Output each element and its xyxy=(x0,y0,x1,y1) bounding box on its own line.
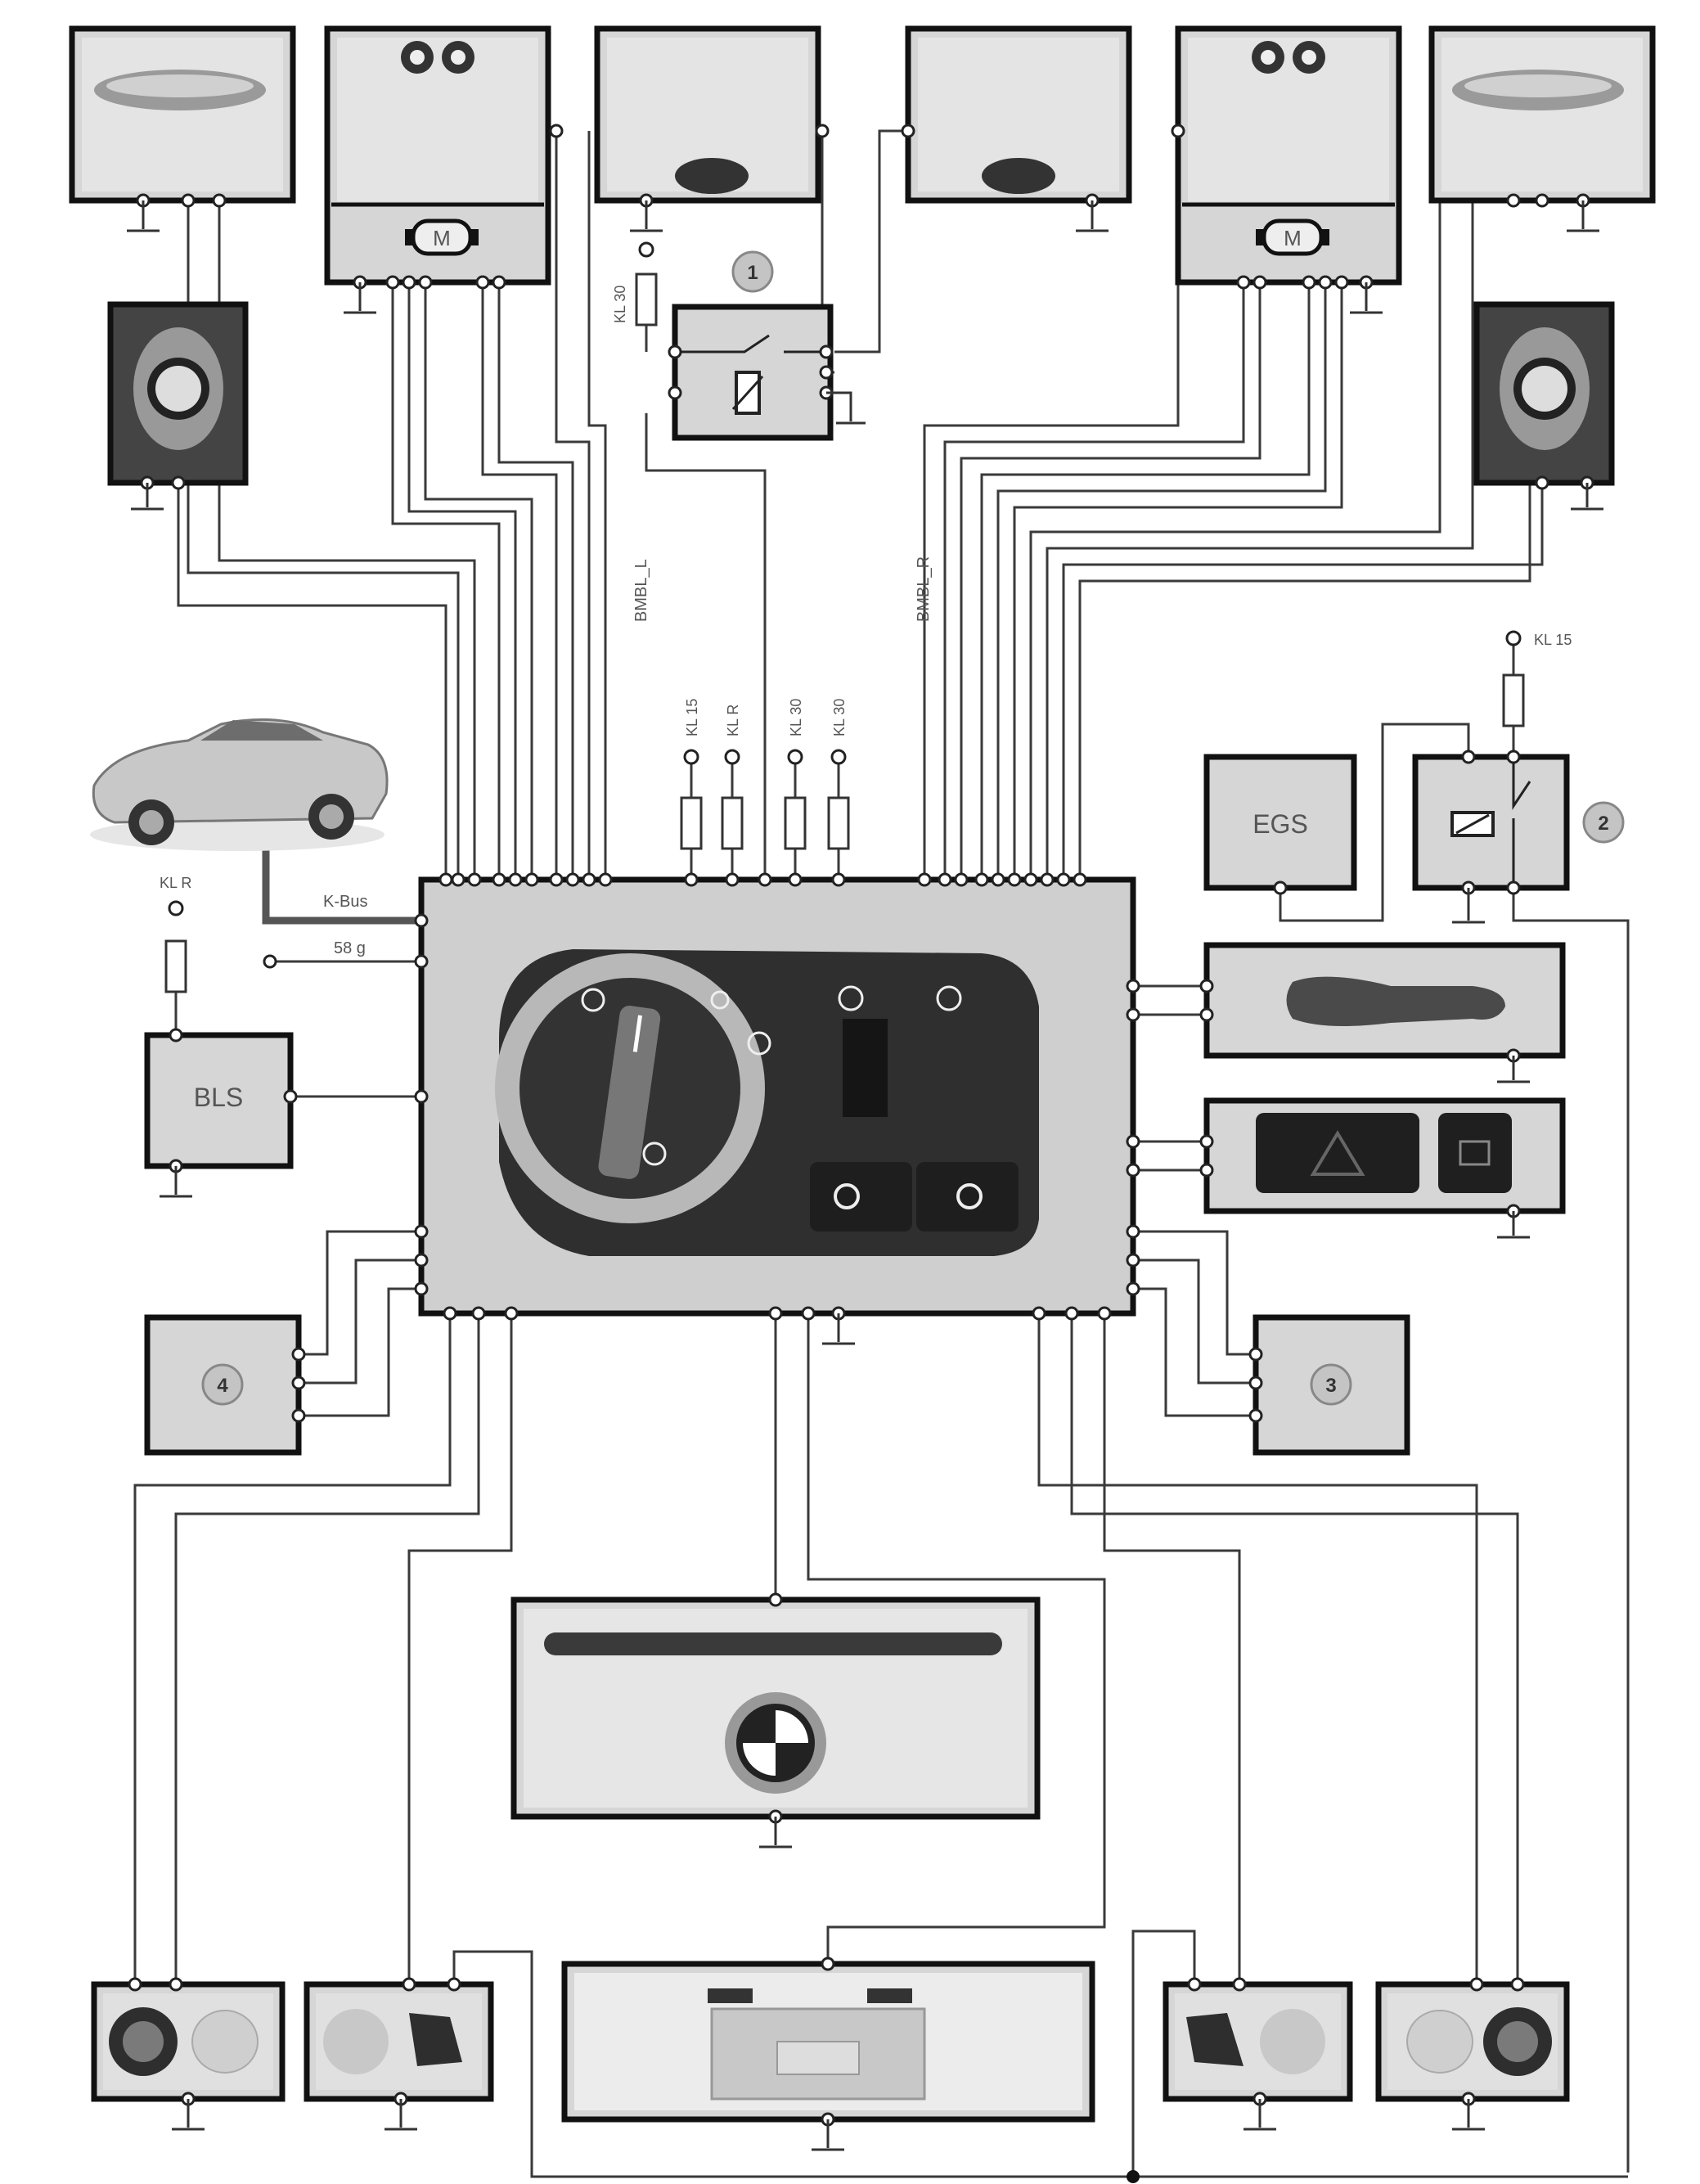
front-left-fog-lamp xyxy=(594,25,830,232)
module-3: 3 xyxy=(1248,1314,1410,1456)
module-4-badge: 4 xyxy=(217,1375,228,1397)
rear-lamp-left-inner xyxy=(304,1977,494,2131)
relay-1: KL 30 1 xyxy=(612,241,866,441)
bls-module: KL R BLS xyxy=(144,875,298,1198)
relay-2: KL 15 2 xyxy=(1412,630,1625,924)
supply-terminals: KL 15 KL R KL 30 KL 30 xyxy=(680,699,850,850)
kl15-terminal-label: KL 15 xyxy=(684,699,700,736)
term-58g-label: 58 g xyxy=(334,939,366,957)
rear-lamp-right-outer xyxy=(1375,1977,1570,2131)
headlight-right-with-motor: M xyxy=(1171,25,1402,314)
headlight-left-with-motor: M xyxy=(324,25,564,314)
kbus-label: K-Bus xyxy=(323,893,367,911)
motor-label-right: M xyxy=(1284,226,1302,250)
side-repeater-left xyxy=(107,301,249,511)
kl15-relay-label: KL 15 xyxy=(1534,632,1572,648)
module-4: 4 xyxy=(144,1314,306,1456)
bmbl-r-label: BMBL_R xyxy=(915,556,933,622)
side-repeater-right xyxy=(1473,301,1615,511)
relay-2-badge: 2 xyxy=(1598,813,1608,835)
klr-terminal-label: KL R xyxy=(725,705,741,736)
third-brake-light xyxy=(510,1592,1041,1849)
kl30-relay-label: KL 30 xyxy=(612,286,628,323)
front-right-outer-lamp xyxy=(1428,25,1656,232)
rear-lamp-right-inner xyxy=(1163,1977,1353,2131)
relay-1-badge: 1 xyxy=(747,262,758,284)
kl30-terminal-label-b: KL 30 xyxy=(831,699,848,736)
klr-bls-label: KL R xyxy=(160,875,191,891)
rear-lamp-left-outer xyxy=(91,1977,286,2131)
car-image xyxy=(90,718,389,851)
bls-label: BLS xyxy=(194,1083,243,1112)
egs-label: EGS xyxy=(1253,809,1308,839)
light-switch-module xyxy=(414,872,1140,1345)
egs-module: EGS xyxy=(1203,754,1357,895)
hazard-switch xyxy=(1199,1097,1566,1239)
kl30-terminal-label-a: KL 30 xyxy=(788,699,804,736)
rear-number-plate-light xyxy=(561,1957,1095,2151)
motor-label-left: M xyxy=(433,226,451,250)
turn-signal-stalk xyxy=(1199,942,1566,1083)
front-left-outer-lamp xyxy=(69,25,296,232)
wiring-harness xyxy=(133,129,1630,2178)
module-3-badge: 3 xyxy=(1325,1375,1336,1397)
front-right-fog-lamp xyxy=(901,25,1132,232)
bmbl-l-label: BMBL_L xyxy=(632,559,650,622)
